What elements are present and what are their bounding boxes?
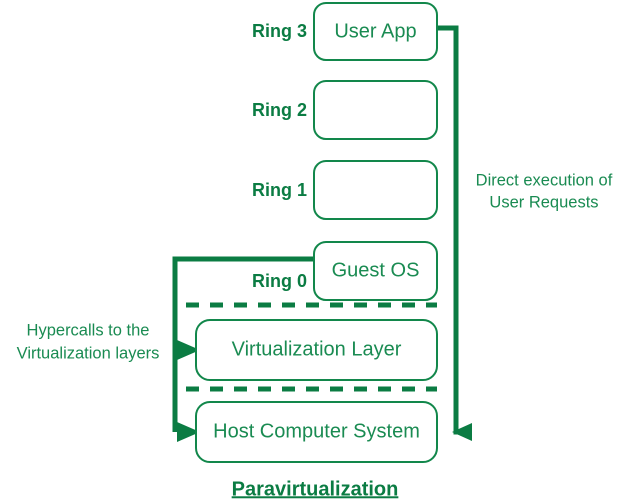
ring-1-box	[313, 160, 438, 220]
direct-execution-arrowhead-icon	[452, 423, 472, 441]
ring-label-ring-2: Ring 2	[252, 100, 307, 120]
diagram-caption: Paravirtualization	[232, 478, 399, 500]
hypercalls-host-arrowhead-icon	[177, 422, 200, 442]
direct-execution-note-line-2: User Requests	[489, 193, 598, 211]
virtualization-layer-box	[195, 319, 438, 381]
hypercalls-virtualization-arrowhead-icon	[177, 340, 200, 360]
guest-os-box-label: Guest OS	[332, 259, 420, 281]
direct-execution-note-line-1: Direct execution of	[476, 171, 613, 189]
ring-label-ring-1: Ring 1	[252, 180, 307, 200]
ring-label-ring-0: Ring 0	[252, 271, 307, 291]
hypercalls-note-line-1: Hypercalls to the	[27, 321, 150, 339]
virtualization-layer-box-label: Virtualization Layer	[232, 338, 402, 360]
user-app-box	[313, 2, 438, 61]
ring-2-box	[313, 80, 438, 140]
guest-os-box	[313, 241, 438, 301]
host-computer-system-box-label: Host Computer System	[213, 420, 420, 442]
host-computer-system-box	[195, 401, 438, 463]
direct-execution-connector	[437, 25, 472, 435]
ring-label-ring-3: Ring 3	[252, 21, 307, 41]
hypercalls-note-line-2: Virtualization layers	[17, 344, 160, 362]
user-app-box-label: User App	[334, 20, 416, 42]
hypercalls-connector	[172, 256, 314, 432]
